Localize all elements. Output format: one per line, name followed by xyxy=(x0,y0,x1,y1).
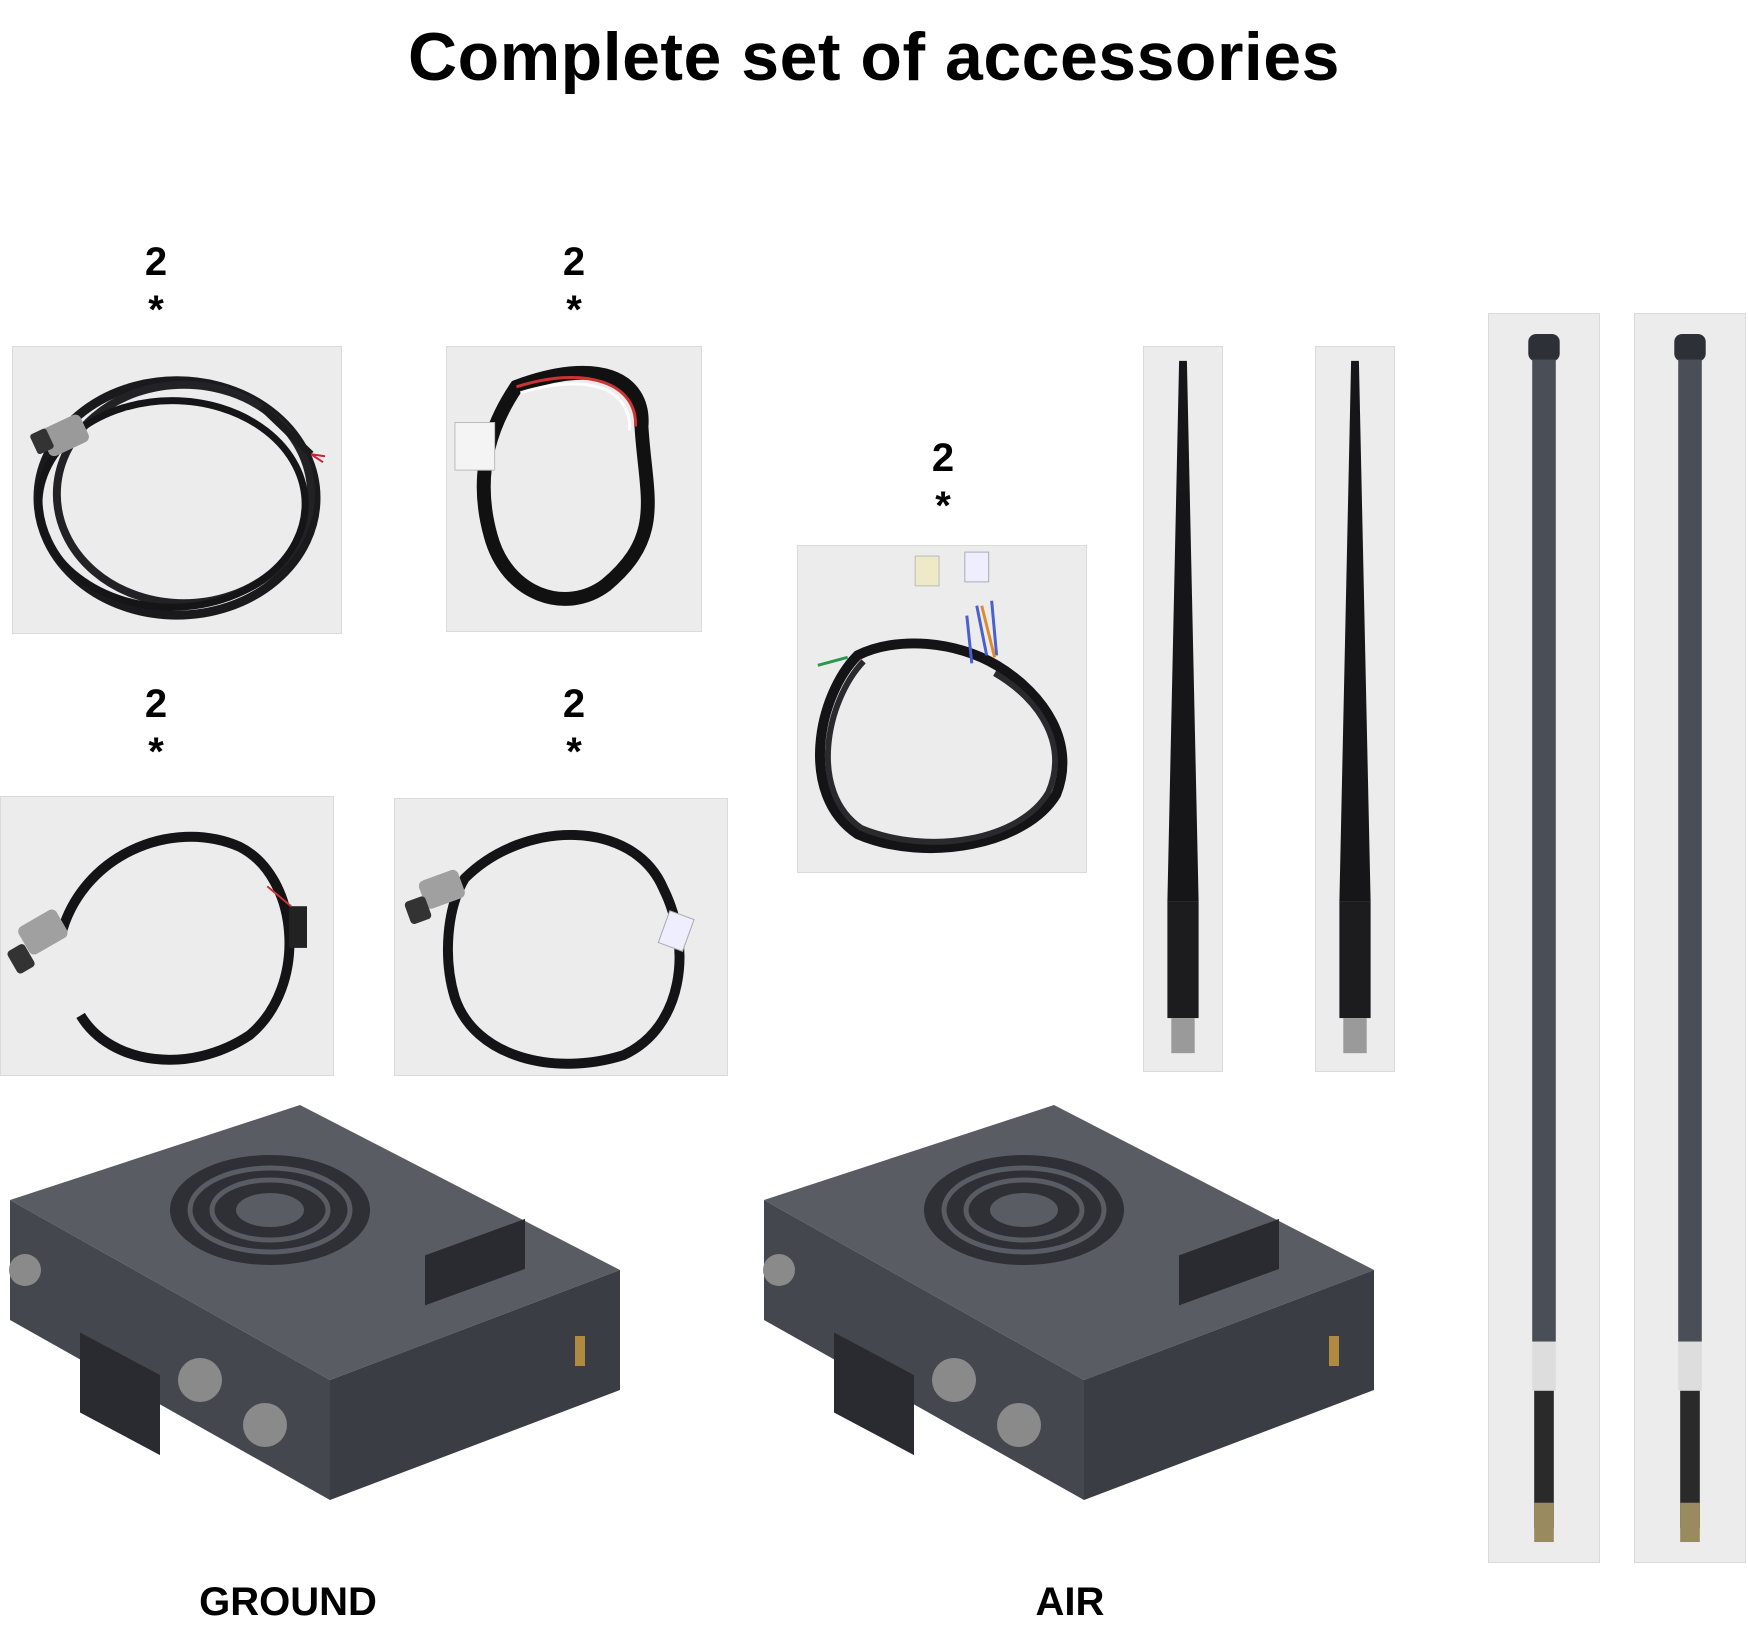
quantity-number: 2 xyxy=(144,240,168,284)
quantity-label-cable-5: 2 * xyxy=(534,680,614,776)
fan-grille-icon xyxy=(924,1155,1124,1265)
aviation-connector-icon xyxy=(7,909,68,974)
cable-photo-aviation-open xyxy=(12,346,342,634)
aviation-connector-icon xyxy=(178,1358,222,1402)
sma-connector-icon xyxy=(1171,1018,1195,1054)
quantity-label-cable-4: 2 * xyxy=(116,680,196,776)
cable-loop-image xyxy=(404,829,695,1069)
quantity-number: 2 xyxy=(562,240,586,284)
aviation-connector-icon xyxy=(243,1403,287,1447)
aviation-connector-icon xyxy=(9,1254,41,1286)
quantity-star: * xyxy=(935,484,951,528)
cable-photo-aviation-rj45 xyxy=(394,798,728,1076)
antenna-photo-rubber-2 xyxy=(1315,346,1395,1072)
quantity-star: * xyxy=(148,288,164,332)
sma-connector-icon xyxy=(1343,1018,1367,1054)
transceiver-box-image xyxy=(9,1105,620,1500)
sma-connector-icon xyxy=(1534,1502,1554,1543)
device-image-ground xyxy=(0,1100,640,1560)
cable-loop-image xyxy=(7,831,307,1065)
device-image-air xyxy=(754,1100,1394,1560)
rubber-antenna-image xyxy=(1339,360,1371,1054)
quantity-label-cable-2: 2 * xyxy=(534,238,614,334)
page-title: Complete set of accessories xyxy=(408,19,1340,95)
antenna-photo-rubber-1 xyxy=(1143,346,1223,1072)
quantity-label-cable-3: 2 * xyxy=(903,434,983,530)
aviation-connector-icon xyxy=(997,1403,1041,1447)
cable-twisted-image xyxy=(815,551,1068,854)
quantity-label-cable-1: 2 * xyxy=(116,238,196,334)
cable-coil-image xyxy=(30,376,326,620)
aviation-connector-icon xyxy=(404,869,465,925)
fan-grille-icon xyxy=(170,1155,370,1265)
quantity-star: * xyxy=(566,288,582,332)
aviation-connector-icon xyxy=(763,1254,795,1286)
sma-connector-icon xyxy=(1680,1502,1700,1543)
sma-connector-icon xyxy=(1329,1336,1339,1366)
antenna-photo-fiberglass-2 xyxy=(1634,313,1746,1563)
cable-photo-ethernet xyxy=(797,545,1087,873)
fiberglass-antenna-image xyxy=(1528,333,1560,1543)
device-label-ground: GROUND xyxy=(199,1580,377,1624)
cable-loop-image xyxy=(454,366,655,606)
aviation-connector-icon xyxy=(932,1358,976,1402)
quantity-number: 2 xyxy=(562,682,586,726)
rubber-antenna-image xyxy=(1167,360,1199,1054)
cable-photo-sbus xyxy=(446,346,702,632)
antenna-photo-fiberglass-1 xyxy=(1488,313,1600,1563)
device-label-air: AIR xyxy=(1035,1580,1105,1624)
aviation-connector-icon xyxy=(30,414,89,457)
quantity-star: * xyxy=(566,730,582,774)
quantity-number: 2 xyxy=(931,436,955,480)
cable-photo-aviation-dupont xyxy=(0,796,334,1076)
quantity-number: 2 xyxy=(144,682,168,726)
sma-connector-icon xyxy=(575,1336,585,1366)
quantity-star: * xyxy=(148,730,164,774)
transceiver-box-image xyxy=(763,1105,1374,1500)
fiberglass-antenna-image xyxy=(1674,333,1706,1543)
